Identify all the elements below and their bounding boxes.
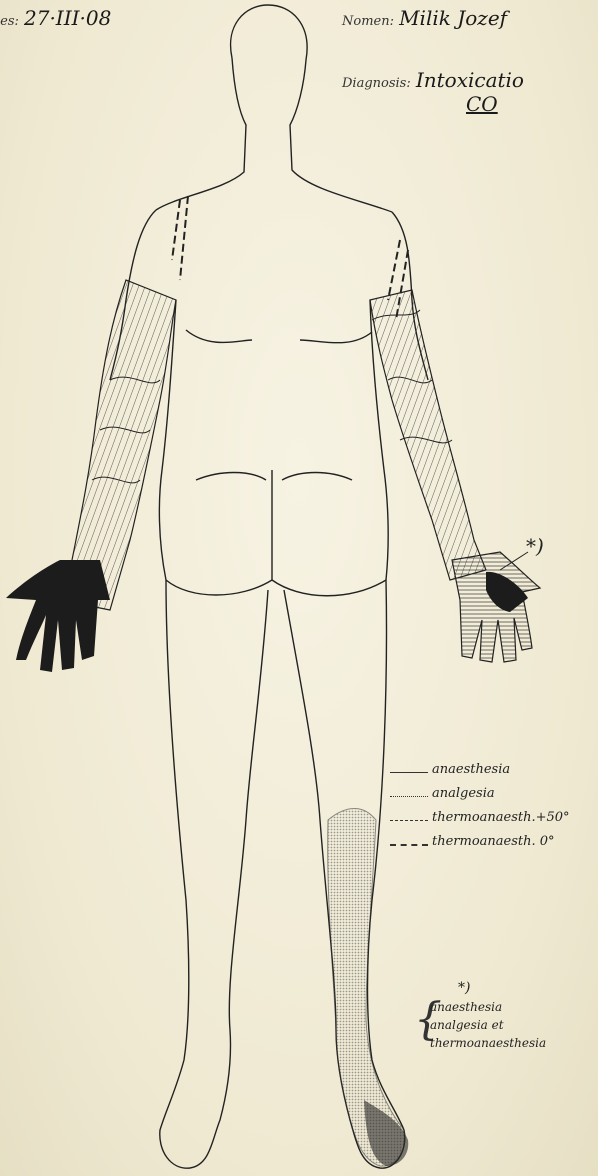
- left-hand-shaded: [6, 560, 110, 672]
- footnote-line: thermoanaesthesia: [430, 1034, 546, 1052]
- legend-swatch-dash-dot: [390, 820, 428, 821]
- right-arm: [370, 240, 486, 580]
- footnote-marker: *): [458, 980, 470, 996]
- head-outline: [156, 5, 392, 212]
- legend-swatch-dotted: [390, 796, 428, 797]
- legend-swatch-solid: [390, 772, 428, 773]
- legend-label: anaesthesia: [432, 762, 510, 777]
- legend-swatch-dashed: [390, 844, 428, 846]
- right-hand: [452, 552, 540, 662]
- footnote-body: anaesthesia analgesia et thermoanaesthes…: [422, 998, 546, 1052]
- legend-item: analgesia: [390, 784, 590, 808]
- legend-label: thermoanaesth. 0°: [432, 834, 555, 849]
- legend-label: analgesia: [432, 786, 495, 801]
- footnote-line: analgesia et: [430, 1016, 546, 1034]
- legend-item: anaesthesia: [390, 760, 590, 784]
- footnote-line: anaesthesia: [430, 998, 546, 1016]
- legend-item: thermoanaesth.+50°: [390, 808, 590, 832]
- legend-item: thermoanaesth. 0°: [390, 832, 590, 856]
- legend-label: thermoanaesth.+50°: [432, 810, 570, 825]
- hand-footnote-marker: *): [526, 534, 544, 558]
- legend: anaesthesia analgesia thermoanaesth.+50°…: [390, 760, 590, 856]
